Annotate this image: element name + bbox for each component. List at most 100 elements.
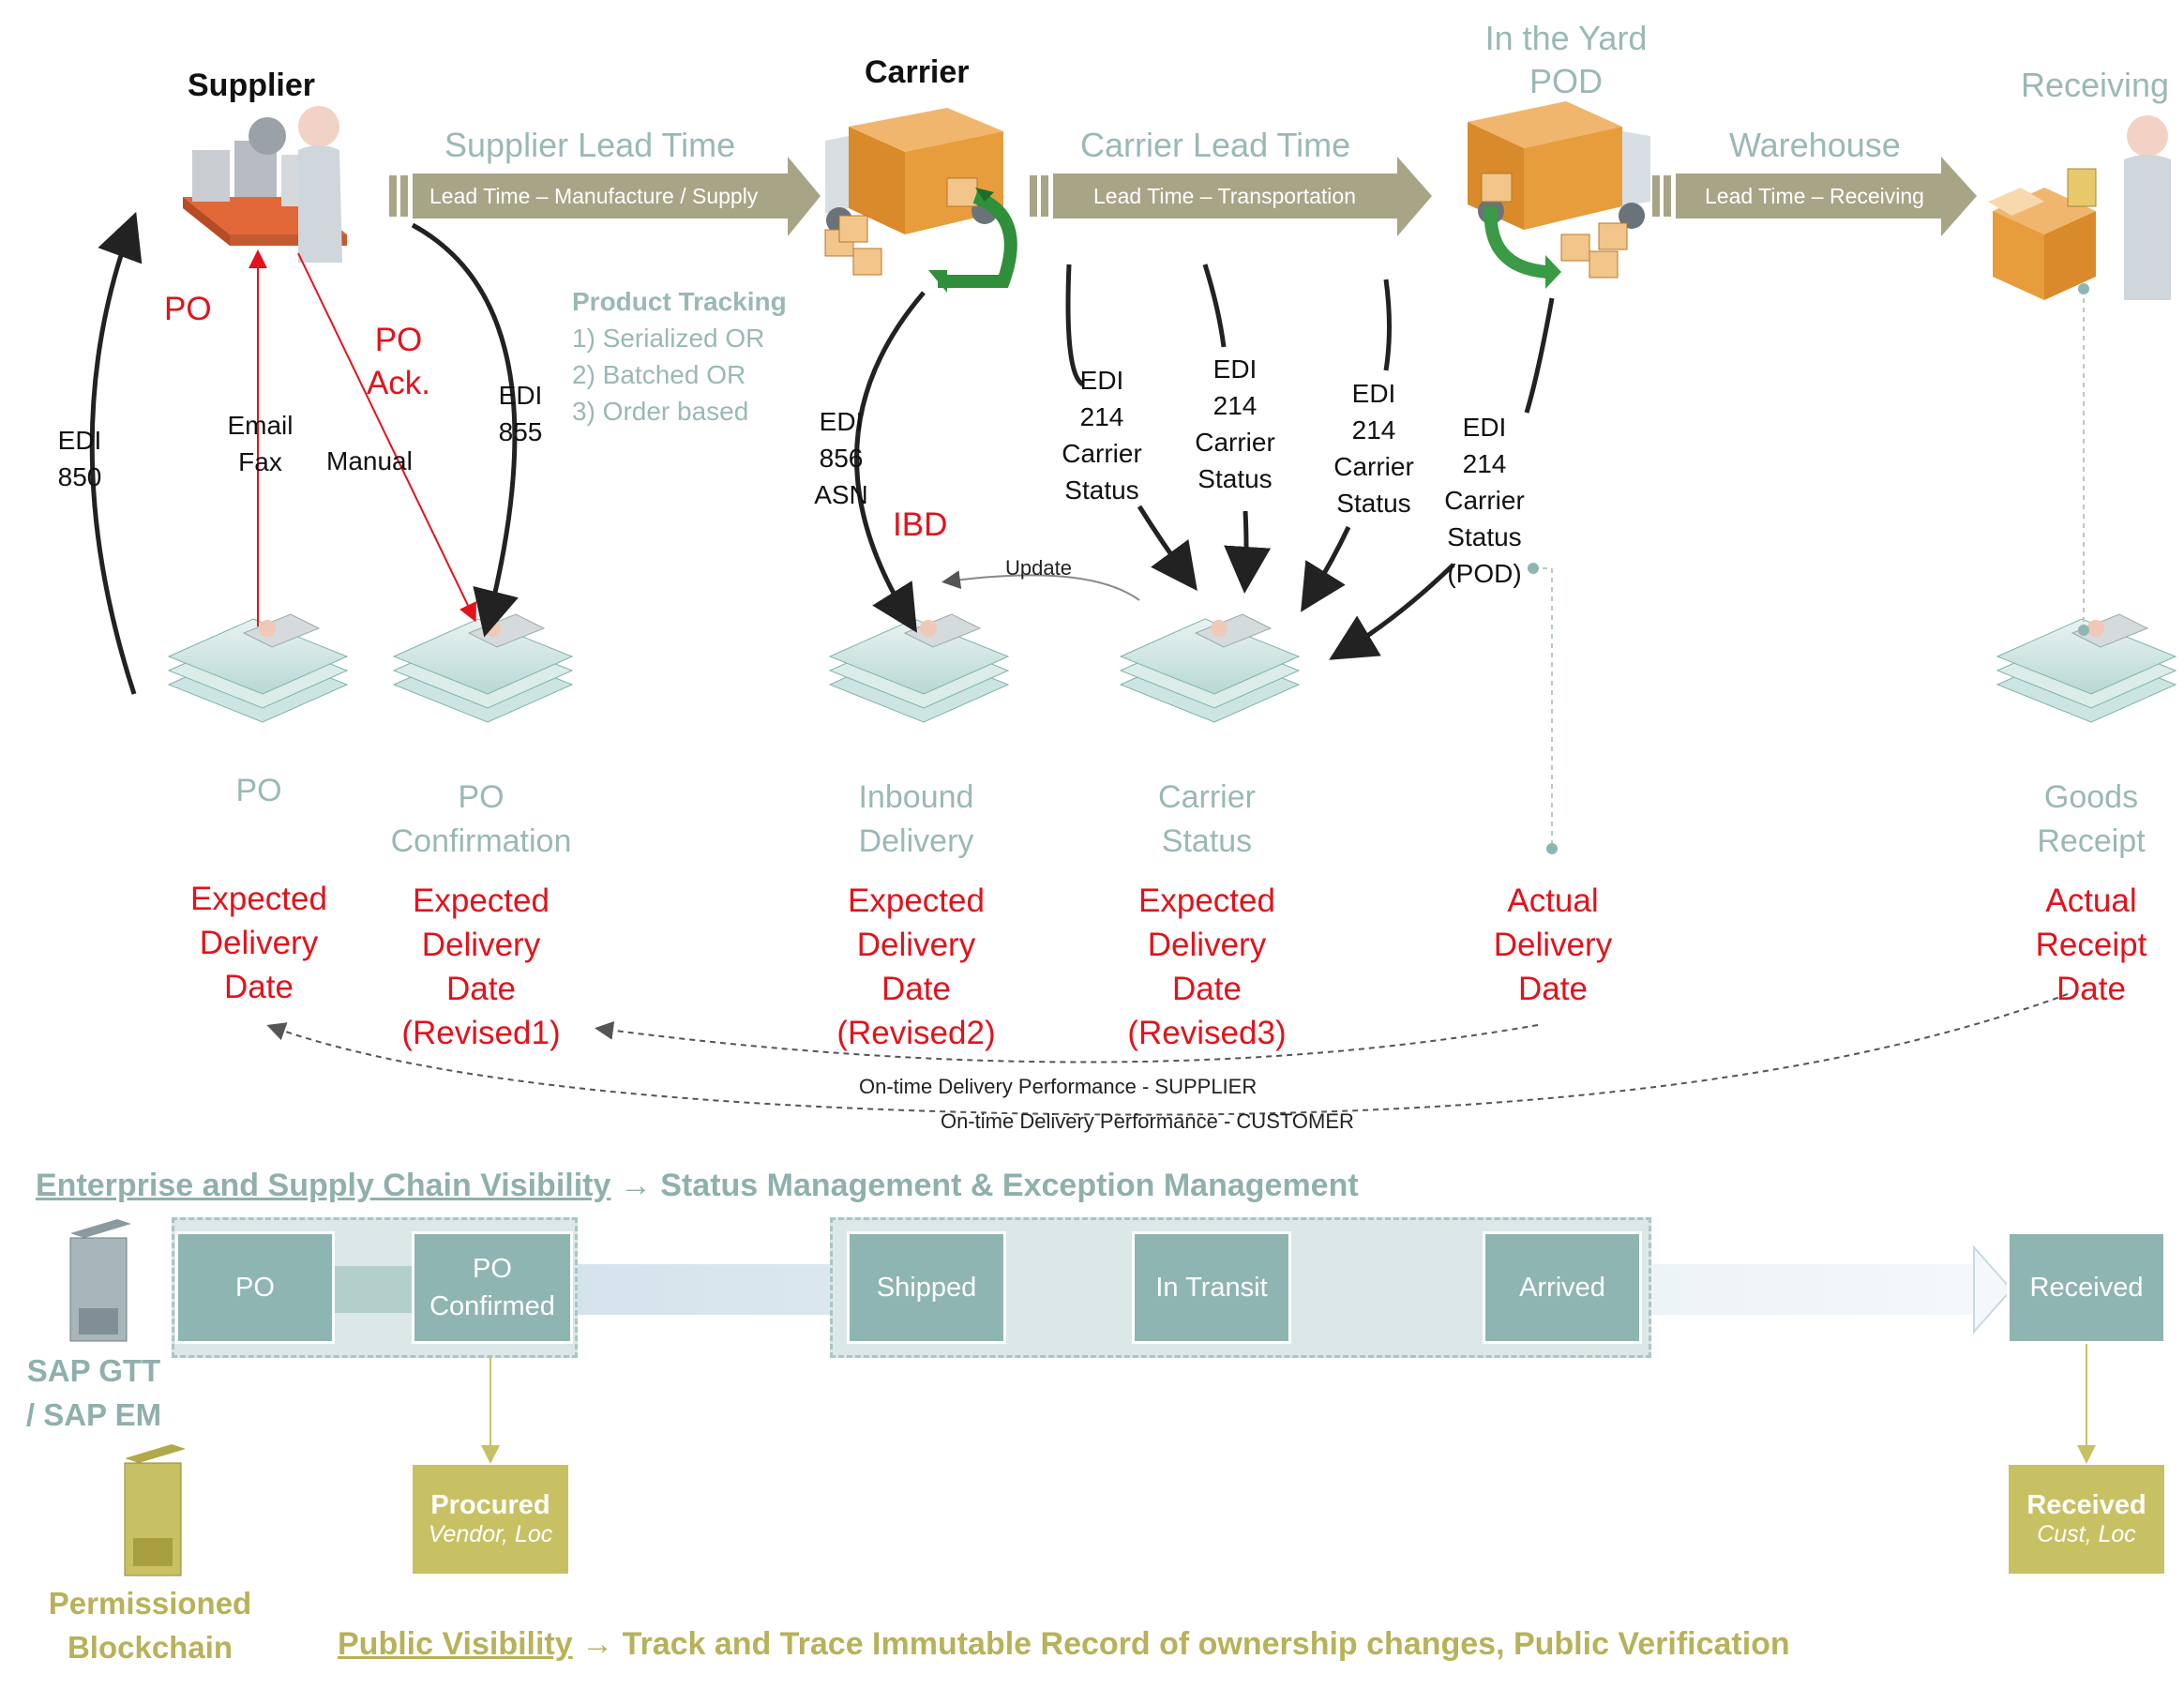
date-label: Expected Delivery Date	[156, 877, 362, 1009]
blockchain-label-line: Permissioned	[48, 1586, 252, 1621]
product-tracking-item: 2) Batched OR	[572, 360, 746, 389]
date-label: Expected Delivery Date (Revised2)	[813, 879, 1019, 1055]
blockchain-record-sub: Cust, Loc	[2037, 1521, 2136, 1547]
document-icon-inbound-delivery	[828, 613, 1010, 723]
visibility-heading-rest: → Status Management & Exception Manageme…	[619, 1168, 1359, 1203]
status-in-transit: In Transit	[1132, 1231, 1291, 1344]
document-label-line: Confirmation	[390, 823, 572, 859]
date-label-line: Delivery	[856, 927, 976, 963]
blockchain-record-title: Received	[2026, 1490, 2146, 1520]
lead-time-band-label: Lead Time – Receiving	[1705, 184, 1924, 208]
public-visibility-heading-link[interactable]: Public Visibility	[338, 1626, 573, 1662]
edi-line: Status	[1336, 489, 1411, 518]
lead-time-title: Supplier Lead Time	[444, 126, 736, 164]
public-visibility-heading-rest: → Track and Trace Immutable Record of ow…	[581, 1626, 1790, 1662]
edi-214-label: EDI 214 Carrier Status	[1322, 375, 1425, 521]
date-label-line: Actual	[2045, 882, 2137, 919]
date-label-line: Date	[1518, 971, 1588, 1007]
document-icon-carrier-status	[1119, 613, 1301, 723]
status-received: Received	[2007, 1231, 2166, 1344]
edi-line: 855	[498, 417, 543, 446]
date-label-line: Date	[2056, 971, 2126, 1007]
fax-label: Fax	[238, 447, 282, 476]
manual-label: Manual	[326, 446, 413, 475]
visibility-heading-link[interactable]: Enterprise and Supply Chain Visibility	[36, 1168, 611, 1203]
public-visibility-heading: Public Visibility → Track and Trace Immu…	[338, 1626, 1790, 1663]
date-label-line: Actual	[1507, 882, 1599, 919]
blockchain-record-procured: Procured Vendor, Loc	[413, 1465, 568, 1574]
date-label-line: Date	[881, 971, 951, 1007]
blockchain-record-title: Procured	[430, 1490, 550, 1520]
supplier-title: Supplier	[188, 68, 316, 103]
edi-214-arrow	[1065, 264, 1085, 387]
visibility-heading: Enterprise and Supply Chain Visibility →…	[36, 1168, 1359, 1204]
date-label-line: Delivery	[199, 925, 319, 961]
date-label-line: Delivery	[421, 927, 541, 963]
edi-line: EDI	[57, 426, 102, 455]
status-po-confirmed-text: PO Confirmed	[429, 1254, 555, 1321]
edi-214-arrow	[1202, 264, 1227, 348]
lead-time-band-label: Lead Time – Manufacture / Supply	[429, 184, 759, 208]
edi-214-label: EDI 214 Carrier Status	[1050, 362, 1153, 508]
email-label: Email	[227, 411, 294, 440]
email-fax-label: Email Fax	[216, 407, 305, 480]
edi-line: (POD)	[1447, 559, 1522, 588]
date-label-line: Expected	[848, 882, 985, 919]
edi-line: EDI	[1462, 413, 1507, 442]
update-label: Update	[1005, 556, 1072, 580]
edi-850-label: EDI 850	[47, 422, 113, 495]
yard-title-line: POD	[1529, 62, 1603, 100]
edi-856-label: EDI 856 ASN	[808, 403, 874, 513]
date-label-line: Expected	[190, 881, 327, 917]
date-label-line: Receipt	[2035, 927, 2147, 963]
document-label-line: PO	[458, 779, 505, 815]
document-icon-po	[167, 613, 349, 723]
status-arrived: Arrived	[1483, 1231, 1642, 1344]
product-tracking-title: Product Tracking	[572, 287, 787, 316]
edi-line: 214	[1079, 402, 1124, 431]
date-label-line: Expected	[413, 882, 550, 919]
edi-line: Status	[1064, 475, 1139, 505]
document-label-line: Receipt	[2037, 823, 2146, 859]
update-arrow	[941, 570, 1140, 601]
edi-line: 214	[1351, 415, 1396, 445]
manual-arrow	[297, 252, 476, 623]
lead-time-band-arrow	[389, 157, 821, 236]
edi-line: Status	[1197, 464, 1273, 493]
receiving-title: Receiving	[2021, 66, 2170, 104]
document-label-line: PO	[235, 773, 282, 808]
document-label-line: Goods	[2043, 779, 2139, 815]
date-label-line: (Revised2)	[836, 1015, 996, 1051]
edi-214-pod-label: EDI 214 Carrier Status (POD)	[1433, 409, 1536, 592]
document-label: PO Confirmation	[369, 776, 594, 864]
date-label-line: Date	[224, 969, 294, 1005]
po-label: PO	[164, 291, 212, 327]
edi-line: 856	[819, 444, 864, 473]
edi-line: Carrier	[1333, 452, 1414, 481]
status-shipped: Shipped	[847, 1231, 1006, 1344]
product-tracking-block: Product Tracking 1) Serialized OR 2) Bat…	[572, 283, 787, 430]
edi-line: EDI	[819, 407, 864, 436]
sap-system-label-line: SAP GTT	[26, 1353, 161, 1388]
document-label-line: Delivery	[858, 823, 974, 859]
lead-time-title: Warehouse	[1729, 126, 1901, 164]
sap-system-label-line: / SAP EM	[25, 1397, 162, 1432]
edi-line: 214	[1462, 449, 1507, 478]
blockchain-server-icon	[124, 1444, 186, 1576]
lead-time-band-label: Lead Time – Transportation	[1093, 184, 1356, 208]
edi-line: Carrier	[1444, 486, 1525, 515]
blockchain-record-received: Received Cust, Loc	[2009, 1465, 2164, 1574]
date-label: Expected Delivery Date (Revised1)	[378, 879, 584, 1055]
date-label-line: (Revised3)	[1127, 1015, 1287, 1051]
supplier-performance-label: On-time Delivery Performance - SUPPLIER	[859, 1075, 1258, 1098]
edi-214-pod-arrow	[1524, 297, 1555, 414]
document-label: Inbound Delivery	[822, 776, 1010, 864]
supplier-icon	[183, 106, 347, 263]
document-label-line: Inbound	[858, 779, 974, 815]
document-label-line: Status	[1161, 823, 1253, 859]
lead-time-band-arrow	[1652, 157, 1977, 236]
edi-line: Carrier	[1195, 428, 1275, 457]
receiving-worker-icon	[1988, 115, 2171, 300]
edi-line: EDI	[1212, 354, 1258, 384]
yard-title: In the Yard POD	[1444, 17, 1688, 103]
